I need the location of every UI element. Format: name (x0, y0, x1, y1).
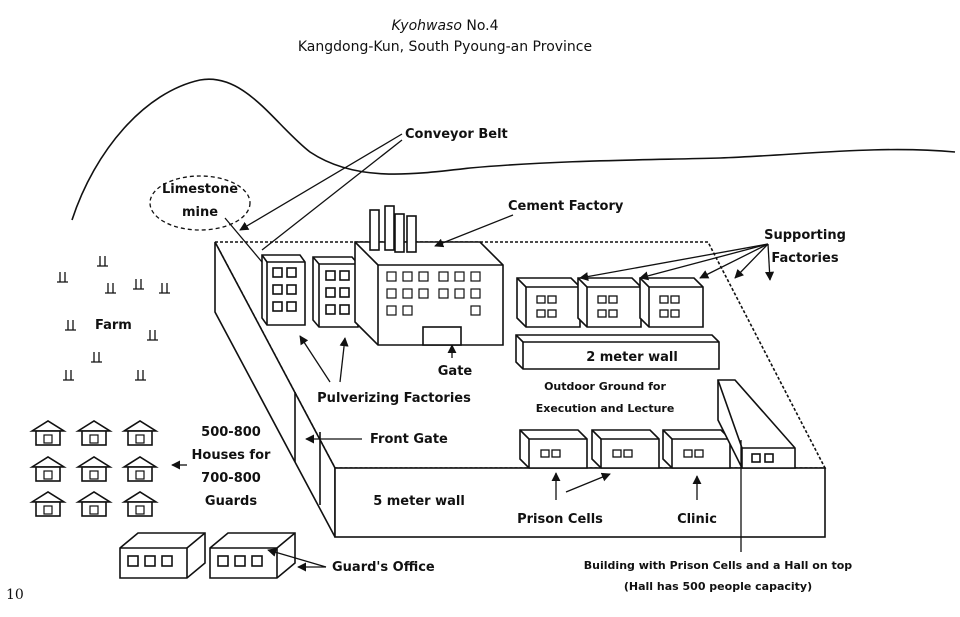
outdoor-ground-label-2: Execution and Lecture (536, 402, 675, 415)
farm-label: Farm (95, 318, 132, 333)
houses-label-1: 500-800 (201, 425, 261, 440)
page-number: 10 (6, 587, 24, 603)
leader-arrows (171, 133, 775, 572)
pulverizing-factories-label: Pulverizing Factories (317, 391, 471, 406)
conveyor-belt-label: Conveyor Belt (405, 127, 508, 142)
clinic-label: Clinic (677, 512, 717, 527)
pulverizing-factory-1 (261, 254, 306, 326)
guard-office-2 (209, 532, 296, 579)
supporting-factories-label-2: Factories (771, 251, 838, 266)
guard-houses (31, 420, 157, 517)
guard-office-1 (119, 532, 206, 579)
supporting-factory-3 (639, 277, 704, 328)
limestone-mine-label-2: mine (182, 205, 218, 220)
five-meter-wall-label: 5 meter wall (373, 494, 465, 509)
prison-cell-building-1 (519, 429, 588, 469)
prison-cells-label: Prison Cells (517, 512, 603, 527)
compound-front-wall (334, 467, 826, 538)
diagram-title: Kyohwaso No.4 (391, 18, 498, 34)
supporting-factory-1 (516, 277, 581, 328)
supporting-factory-2 (577, 277, 642, 328)
supporting-factories-label-1: Supporting (764, 228, 846, 243)
pulverizing-factory-2 (312, 256, 359, 328)
outdoor-ground-label-1: Outdoor Ground for (544, 380, 666, 393)
cement-factory (354, 205, 504, 346)
prison-hall-building (717, 379, 796, 469)
limestone-mine-outline (149, 175, 251, 231)
houses-label-3: 700-800 (201, 471, 261, 486)
clinic-building (662, 429, 731, 469)
mountain-outline (71, 78, 956, 221)
houses-label-2: Houses for (192, 448, 271, 463)
limestone-mine-label-1: Limestone (162, 182, 238, 197)
cement-factory-label: Cement Factory (508, 199, 624, 214)
prison-cell-building-2 (591, 429, 660, 469)
guards-office-label: Guard's Office (332, 560, 435, 575)
two-meter-wall (515, 334, 720, 370)
front-gate-label: Front Gate (370, 432, 448, 447)
houses-label-4: Guards (205, 494, 257, 509)
gate-label: Gate (438, 364, 473, 379)
diagram-subtitle: Kangdong-Kun, South Pyoung-an Province (298, 39, 592, 55)
two-meter-wall-label: 2 meter wall (586, 350, 678, 365)
hall-building-label-2: (Hall has 500 people capacity) (624, 580, 812, 593)
hall-building-label-1: Building with Prison Cells and a Hall on… (584, 559, 853, 572)
